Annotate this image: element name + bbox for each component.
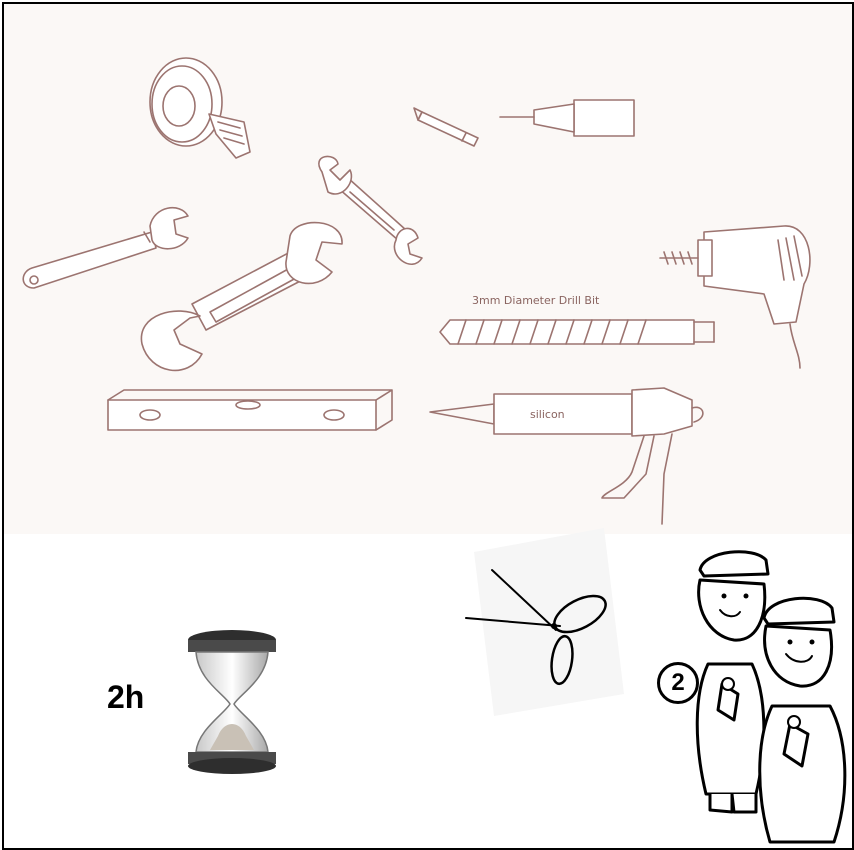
tape-roll-icon (149, 57, 251, 159)
worker-count-badge: 2 (657, 662, 699, 704)
pencil-icon (413, 107, 479, 147)
power-drill-icon (659, 225, 811, 369)
workers-icon (695, 550, 847, 844)
large-wrench-icon (140, 221, 343, 372)
double-wrench-icon (318, 155, 423, 265)
silicone-gun-icon: silicon (429, 387, 704, 525)
duration-label: 2h (107, 679, 145, 715)
tools-panel: 3mm Diameter Drill Bit silicon (4, 4, 852, 534)
drill-bit-icon: 3mm Diameter Drill Bit (439, 294, 715, 345)
small-wrench-icon (22, 206, 189, 289)
hourglass-icon (188, 630, 276, 774)
screwdriver-icon (499, 99, 635, 137)
spirit-level-icon (107, 389, 393, 431)
bottom-illustration (188, 528, 847, 844)
silicone-label: silicon (530, 408, 565, 421)
scissors-icon (465, 528, 624, 716)
tools-illustration: 3mm Diameter Drill Bit silicon (22, 57, 811, 525)
drill-bit-label: 3mm Diameter Drill Bit (472, 294, 600, 307)
